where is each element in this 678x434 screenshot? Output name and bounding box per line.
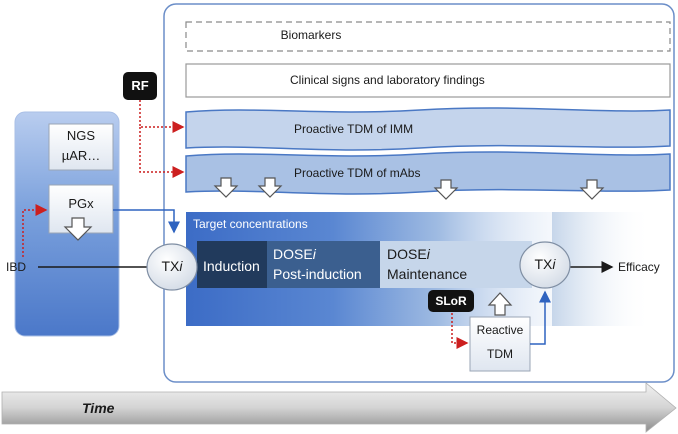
tx-right-label: TXi: [534, 256, 556, 272]
uar-label: µAR…: [61, 148, 101, 163]
reactive-label: Reactive: [476, 323, 524, 337]
tdm-mabs-box: [185, 151, 671, 195]
down-arrows: [213, 177, 605, 200]
tdm-imm-box: [185, 107, 671, 151]
dose-post-label: DOSEi: [273, 246, 316, 262]
maintenance-block: [380, 241, 532, 288]
time-arrow: [1, 382, 677, 433]
post-induction-block: [267, 241, 380, 288]
reactive-up-arrow: [487, 292, 513, 316]
rf-to-imm-connector: [139, 100, 185, 133]
ngs-label: NGS: [66, 128, 96, 143]
tdm-mabs-label: Proactive TDM of mAbs: [294, 166, 421, 180]
ibd-label: IBD: [6, 260, 27, 274]
clinical-box: [185, 63, 671, 98]
tdm-label: TDM: [487, 347, 513, 361]
induction-block: [197, 241, 267, 288]
main-frame: [163, 3, 675, 383]
down-arrow-2: [257, 177, 283, 198]
down-arrow-4: [579, 179, 605, 200]
slor-to-reactive-connector: [451, 313, 469, 349]
pgx-down-arrow: [63, 217, 93, 241]
tx-circle-left: [146, 243, 198, 291]
post-induction-label: Post-induction: [273, 266, 362, 282]
ngs-box: [48, 123, 114, 171]
maintenance-label: Maintenance: [387, 266, 468, 282]
tx-left-label: TXi: [161, 258, 183, 274]
clinical-label: Clinical signs and laboratory findings: [290, 73, 485, 87]
dose-maint-label: DOSEi: [387, 246, 430, 262]
pgx-to-tx-connector: [113, 209, 180, 234]
tx-circle-right: [519, 241, 571, 289]
down-arrow-3: [433, 179, 459, 200]
slor-badge-label: SLoR: [435, 294, 467, 308]
slor-badge: [428, 290, 474, 312]
efficacy-label: Efficacy: [618, 260, 660, 274]
reactive-to-tx-connector: [530, 290, 551, 345]
rf-badge-label: RF: [131, 78, 149, 93]
time-label: Time: [82, 400, 115, 416]
reactive-tdm-box: [469, 316, 531, 372]
target-label: Target concentrations: [193, 217, 308, 231]
tdm-imm-label: Proactive TDM of IMM: [294, 122, 414, 136]
rf-to-mabs-connector: [139, 127, 185, 178]
biomarkers-box: [185, 21, 671, 52]
rf-badge: [123, 72, 157, 100]
biomarkers-label: Biomarkers: [280, 28, 342, 42]
down-arrow-1: [213, 177, 239, 198]
pgx-label: PGx: [68, 196, 94, 211]
induction-label: Induction: [203, 258, 260, 274]
